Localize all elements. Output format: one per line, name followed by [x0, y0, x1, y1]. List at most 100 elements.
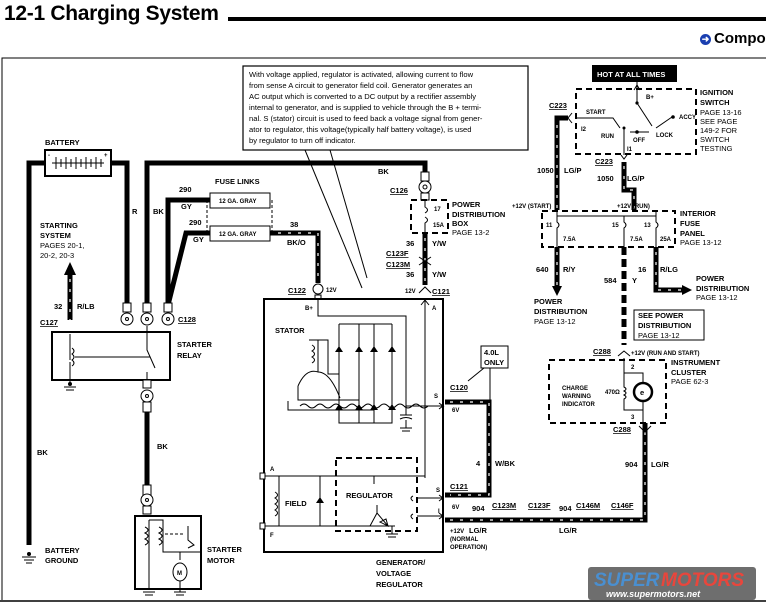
svg-text:12 GA. GRAY: 12 GA. GRAY — [219, 232, 256, 238]
svg-text:W/BK: W/BK — [495, 459, 516, 468]
svg-text:www.supermotors.net: www.supermotors.net — [606, 589, 701, 599]
svg-text:290: 290 — [179, 185, 192, 194]
svg-text:PANEL: PANEL — [680, 229, 705, 238]
connector-c126: C126 — [390, 186, 408, 195]
svg-text:17: 17 — [434, 207, 441, 213]
connector-c121-top: C121 — [432, 287, 450, 296]
svg-text:BOX: BOX — [452, 219, 468, 228]
svg-text:11: 11 — [546, 223, 553, 229]
svg-text:POWER: POWER — [534, 297, 563, 306]
starter-motor: M — [134, 515, 202, 596]
svg-text:470Ω: 470Ω — [605, 390, 620, 396]
svg-text:LG/R: LG/R — [559, 526, 577, 535]
svg-text:(NORMAL: (NORMAL — [450, 537, 479, 543]
svg-text:HOT AT ALL TIMES: HOT AT ALL TIMES — [597, 70, 665, 79]
svg-text:C146M: C146M — [576, 501, 600, 510]
connector-c223-start: C223 — [549, 101, 567, 110]
generator-voltage-regulator: B+ A STATOR S A F FIELD REGULATOR S I — [259, 298, 445, 553]
svg-text:STARTER: STARTER — [177, 340, 212, 349]
svg-text:from sense A circuit to genera: from sense A circuit to generator field … — [249, 81, 472, 90]
svg-text:BK: BK — [157, 442, 168, 451]
svg-text:by regulator to turn off indic: by regulator to turn off indicator. — [249, 136, 356, 145]
svg-text:SYSTEM: SYSTEM — [40, 231, 71, 240]
svg-text:LG/P: LG/P — [627, 174, 645, 183]
svg-text:PAGE 13-2: PAGE 13-2 — [452, 228, 489, 237]
relay-output-terminal — [140, 379, 154, 413]
fuse-link-2: 12 GA. GRAY — [209, 225, 271, 242]
svg-text:A: A — [270, 467, 275, 473]
start-feed-wire — [554, 115, 568, 210]
svg-text:+12V (START): +12V (START) — [512, 204, 551, 210]
svg-text:PAGE 13-12: PAGE 13-12 — [534, 317, 576, 326]
svg-text:38: 38 — [290, 220, 298, 229]
rlg-wire — [653, 247, 683, 293]
svg-text:1050: 1050 — [597, 174, 614, 183]
svg-text:BK/O: BK/O — [287, 238, 306, 247]
connector-c122-terminal — [312, 283, 324, 300]
svg-text:Y/W: Y/W — [432, 239, 447, 248]
svg-text:CLUSTER: CLUSTER — [671, 368, 707, 377]
svg-text:START: START — [586, 110, 606, 116]
svg-text:SWITCH: SWITCH — [700, 135, 730, 144]
svg-text:904: 904 — [472, 504, 485, 513]
svg-text:1050: 1050 — [537, 166, 554, 175]
components-link[interactable]: ➜Compo — [700, 30, 766, 47]
svg-text:REGULATOR: REGULATOR — [376, 580, 423, 589]
connector-c123m: C123M — [386, 260, 410, 269]
stator-label: STATOR — [275, 326, 305, 335]
svg-text:R/LB: R/LB — [77, 302, 95, 311]
svg-text:M: M — [177, 571, 182, 577]
connector-c127: C127 — [40, 318, 58, 327]
svg-text:Y: Y — [632, 276, 637, 285]
svg-text:e: e — [640, 388, 644, 397]
indicator-lamp-icon — [632, 381, 654, 403]
svg-text:904: 904 — [559, 504, 572, 513]
connector-c126-terminal — [418, 171, 432, 201]
svg-text:B+: B+ — [305, 306, 313, 312]
svg-text:20-2, 20-3: 20-2, 20-3 — [40, 251, 74, 260]
svg-text:149-2 FOR: 149-2 FOR — [700, 126, 738, 135]
connector-c288-top: C288 — [593, 347, 611, 356]
svg-text:ONLY: ONLY — [484, 358, 504, 367]
svg-text:R/Y: R/Y — [563, 265, 576, 274]
svg-text:FUSE: FUSE — [680, 219, 700, 228]
svg-text:INTERIOR: INTERIOR — [680, 209, 716, 218]
relay-terminals — [120, 302, 175, 326]
svg-text:36: 36 — [406, 239, 414, 248]
svg-text:RUN: RUN — [601, 134, 614, 140]
svg-text:LG/P: LG/P — [564, 166, 582, 175]
svg-text:7.5A: 7.5A — [630, 237, 643, 243]
svg-text:VOLTAGE: VOLTAGE — [376, 569, 411, 578]
svg-text:PAGE 13-12: PAGE 13-12 — [638, 331, 680, 340]
arrow-down-icon — [552, 286, 562, 296]
svg-text:IGNITION: IGNITION — [700, 88, 733, 97]
svg-text:DISTRIBUTION: DISTRIBUTION — [638, 321, 691, 330]
svg-text:With voltage applied, regulato: With voltage applied, regulator is activ… — [249, 70, 474, 79]
svg-text:+12V (RUN AND START): +12V (RUN AND START) — [631, 351, 700, 357]
svg-text:POWER: POWER — [696, 274, 725, 283]
fuse-link-wire-1 — [165, 197, 210, 305]
svg-text:CHARGE: CHARGE — [562, 386, 588, 392]
instrument-cluster: e CHARGE WARNING INDICATOR 470Ω 2 3 — [548, 358, 667, 430]
svg-text:PAGE 62-3: PAGE 62-3 — [671, 377, 708, 386]
svg-text:LG/R: LG/R — [469, 526, 487, 535]
svg-text:3: 3 — [631, 415, 635, 421]
svg-text:WARNING: WARNING — [562, 394, 591, 400]
connector-c288-bottom: C288 — [613, 425, 631, 434]
hot-at-all-times-badge: HOT AT ALL TIMES — [592, 65, 677, 82]
battery-ground-label: BATTERY — [45, 546, 80, 555]
svg-text:GY: GY — [193, 235, 204, 244]
svg-text:6V: 6V — [452, 505, 459, 511]
title-rule — [228, 17, 766, 21]
starting-system-label: STARTING — [40, 221, 78, 230]
svg-text:LOCK: LOCK — [656, 133, 674, 139]
svg-text:32: 32 — [54, 302, 62, 311]
svg-text:I1: I1 — [627, 147, 633, 153]
svg-text:PAGE 13-16: PAGE 13-16 — [700, 108, 742, 117]
svg-text:nal. S (stator) circuit is us: nal. S (stator) circuit is used to feed … — [249, 114, 483, 123]
svg-text:16: 16 — [638, 265, 646, 274]
svg-text:PAGE 13-12: PAGE 13-12 — [680, 238, 722, 247]
svg-text:OPERATION): OPERATION) — [450, 545, 487, 551]
